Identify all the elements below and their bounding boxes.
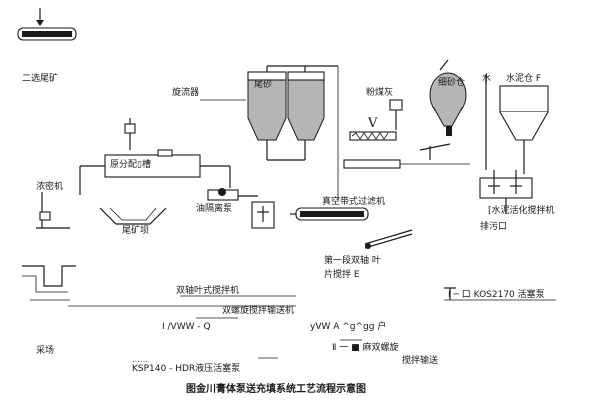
oil-isolation-pump-icon [207,188,258,201]
label-sewage-outlet: 排污口 [480,222,508,232]
label-oil-isolation-pump: 油隔离泵 [196,204,233,214]
label-vacuum-filter: 真空带式过滤机 [322,197,386,207]
label-water: 水 [482,74,492,84]
label-hydrocyclone: 旋流器 [172,88,200,98]
stope-icon [22,265,76,301]
hydrocyclone-icon [124,118,136,150]
label-fine-sand-bin: 细砂仓 [438,78,466,88]
label-garbled-left: I /VWW - Q [162,322,211,332]
label-tailings-sand: 尾砂 [254,80,273,90]
fine-sand-bin-icon [429,59,467,136]
label-slurry-distributor: 原分配▯槽 [110,160,151,170]
buffer-tank-icon [251,201,275,229]
tailings-dam-icon [99,207,167,225]
tailings-silos-icon [247,65,338,161]
label-cement-mixer: [水泥活化搅拌机 [488,206,555,216]
cement-silo-icon [485,74,549,174]
label-v-mark: V [368,116,378,131]
label-twin-spiral: Ⅱ 一 ■ 麻双螺旋 [332,343,399,353]
feed-conveyor-icon [17,8,77,41]
label-twin-screw-conveyor: 双螺旋搅拌输送机 [222,306,295,316]
screw-conveyor-v-icon [343,99,403,169]
label-mixer-e-line1: 第一段双轴 叶 [324,256,381,266]
cement-activation-mixer-icon [479,170,533,214]
label-tailings-dam: 尾矿坝 [122,226,150,236]
first-stage-mixer-icon [364,229,413,249]
label-ksp-pump: KSP140 - HDR液压活塞泵 [132,364,241,374]
label-partial-conveyor: 搅拌输送 [402,356,439,366]
diagram-caption: 图金川膏体泵送充填系统工艺流程示意图 [186,384,366,395]
label-stope: 采场 [36,346,55,356]
label-thickener: 浓密机 [36,182,64,192]
label-cement-silo: 水泥仓 F [506,74,542,84]
label-dots: …… [132,355,148,364]
slurry-distributor-icon [79,149,231,195]
label-twin-shaft-mixer: 双轴叶式搅拌机 [176,286,240,296]
label-fly-ash: 粉煤灰 [366,88,394,98]
vacuum-belt-filter-icon [290,207,369,221]
label-garbled-mid: yVW A ^g^gg 户 [310,322,387,332]
label-kos-pump: I ─ 口 KOS2170 活塞泵 [448,290,545,300]
thickener-icon [36,192,70,229]
kos-pump-icon [444,287,456,300]
label-mixer-e-line2: 片搅拌 E [324,270,360,280]
label-secondary-tailings: 二选尾矿 [22,74,59,84]
